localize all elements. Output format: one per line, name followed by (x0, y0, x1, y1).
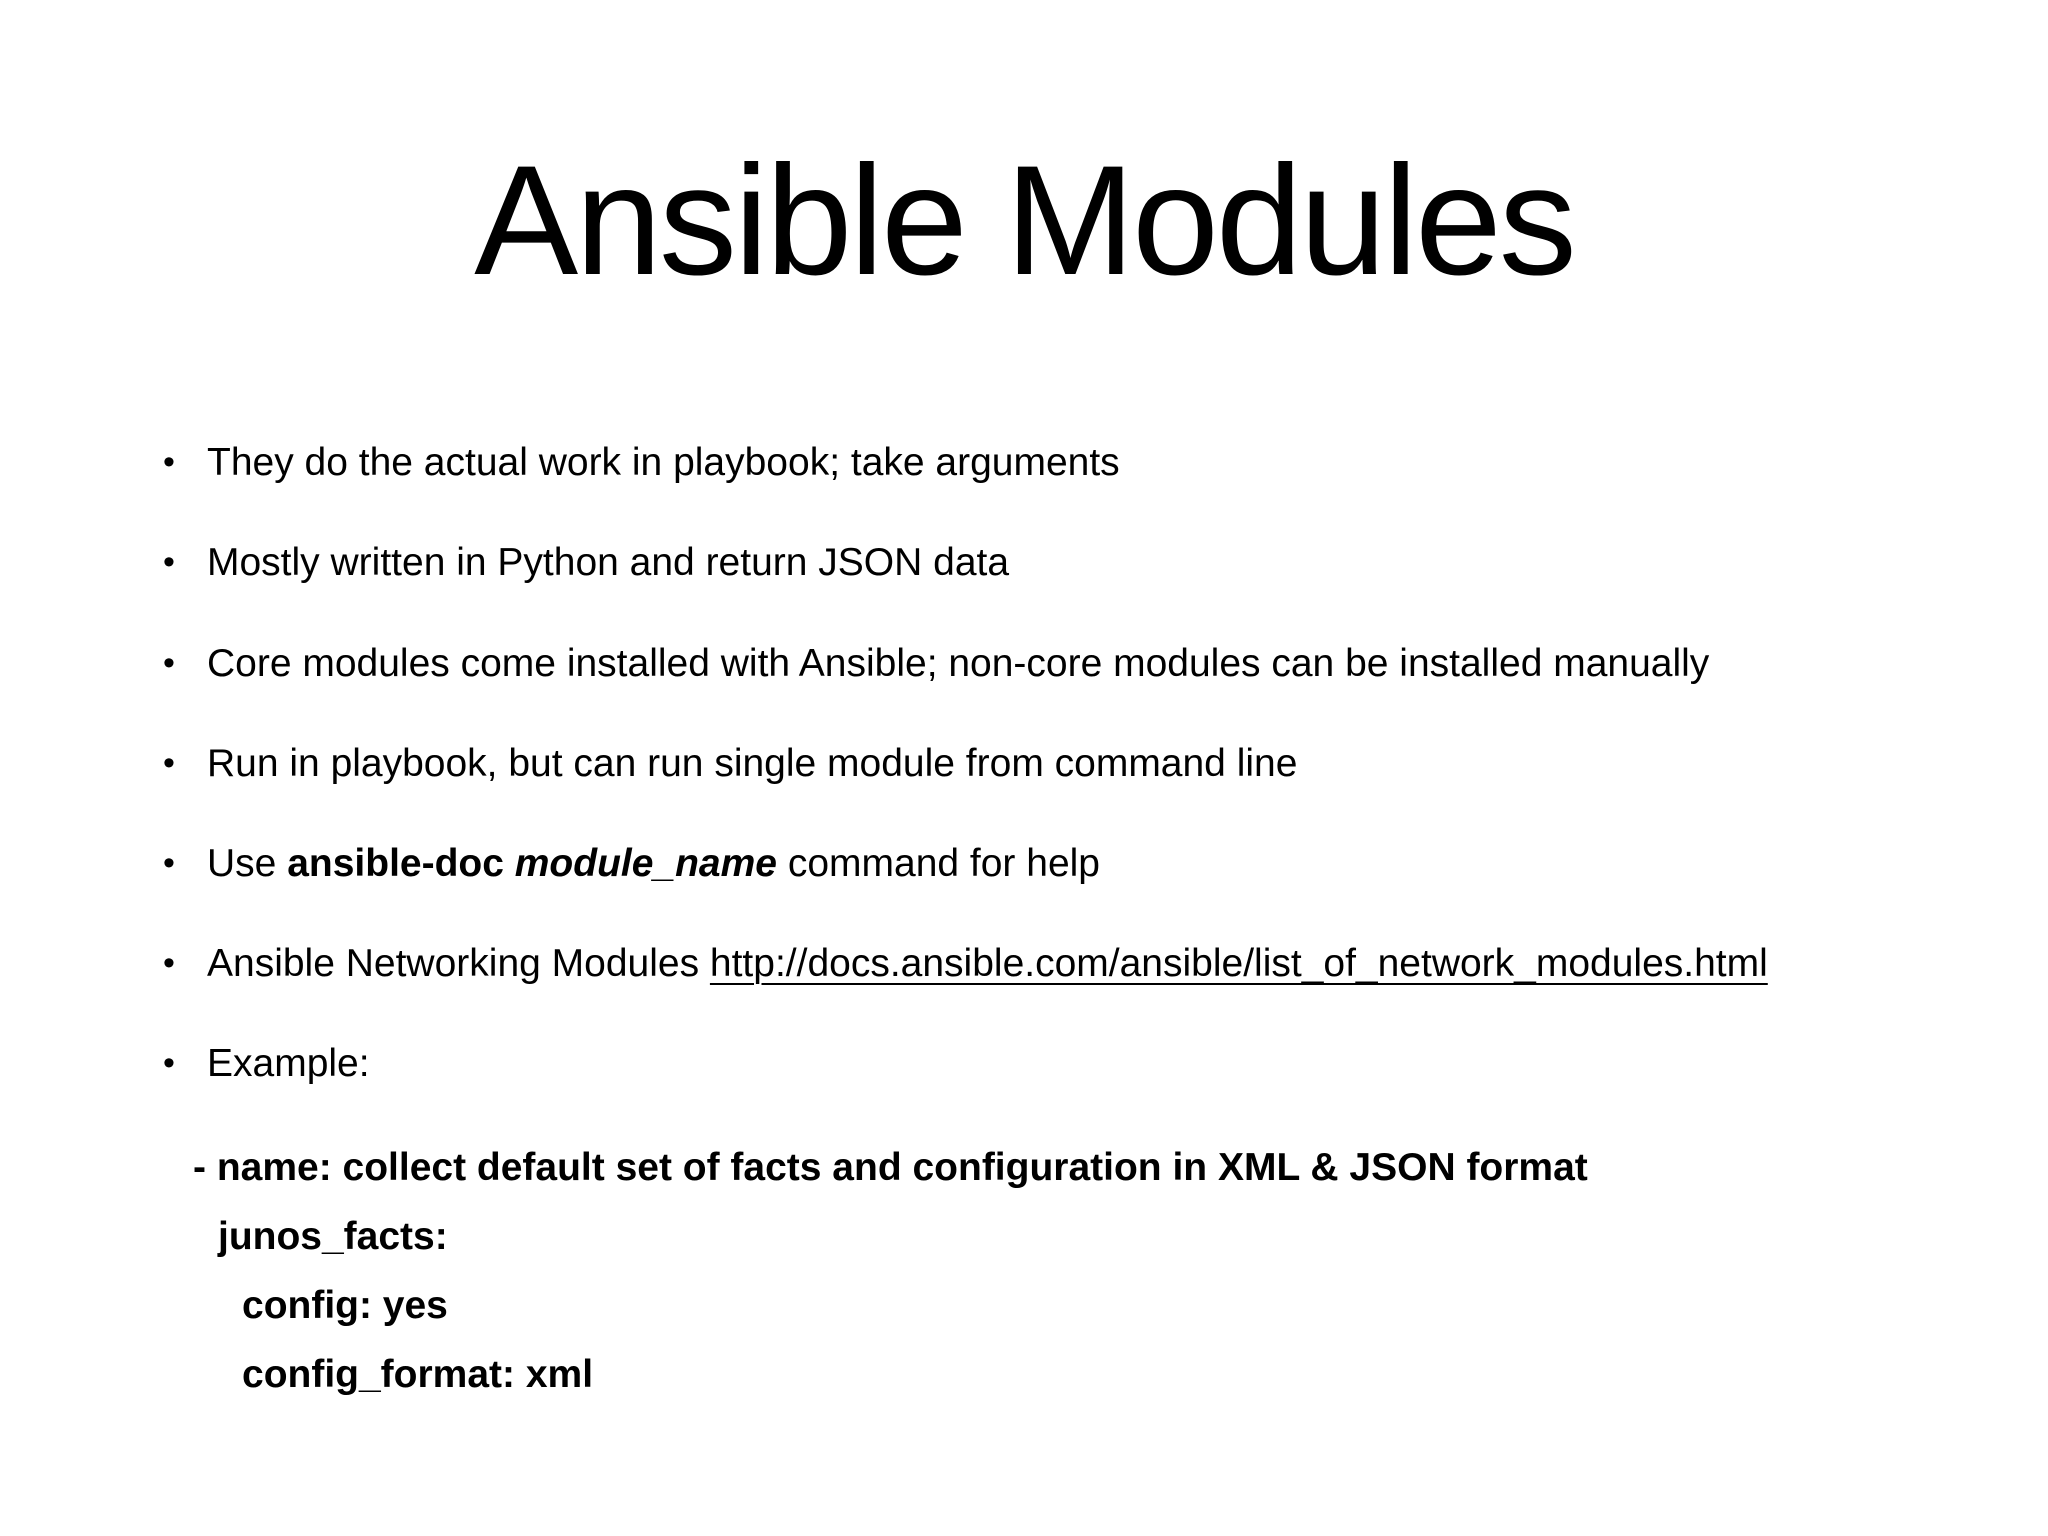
bullet-list: • They do the actual work in playbook; t… (163, 438, 1988, 1088)
bullet-text-post: command for help (777, 841, 1100, 885)
bullet-icon: • (163, 943, 175, 982)
bullet-icon: • (163, 743, 175, 782)
code-line-junos-facts: junos_facts: (218, 1215, 448, 1259)
ansible-doc-command: ansible-doc (287, 841, 515, 885)
bullet-text: Mostly written in Python and return JSON… (207, 541, 1010, 585)
bullet-text: Use ansible-doc module_name command for … (207, 839, 1988, 888)
bullet-icon: • (163, 1044, 175, 1083)
bullet-icon: • (163, 643, 175, 682)
bullet-text: Ansible Networking Modules http://docs.a… (207, 939, 1988, 988)
bullet-item-run-playbook: • Run in playbook, but can run single mo… (163, 739, 1988, 788)
bullet-text-pre: Use (207, 841, 288, 885)
code-line-config: config: yes (242, 1284, 448, 1328)
bullet-item-networking-modules: • Ansible Networking Modules http://docs… (163, 939, 1988, 988)
bullet-icon: • (163, 843, 175, 882)
code-example: - name: collect default set of facts and… (193, 1133, 2048, 1409)
network-modules-link[interactable]: http://docs.ansible.com/ansible/list_of_… (709, 941, 1768, 985)
bullet-item-example: • Example: (163, 1039, 1988, 1088)
bullet-icon: • (163, 543, 175, 582)
code-line-name: - name: collect default set of facts and… (193, 1146, 1588, 1190)
bullet-text: Core modules come installed with Ansible… (207, 641, 1710, 685)
bullet-icon: • (163, 443, 175, 482)
bullet-text: Example: (207, 1042, 370, 1086)
page-title: Ansible Modules (474, 134, 1577, 308)
bullet-text-pre: Ansible Networking Modules (207, 941, 710, 985)
bullet-item-ansible-doc: • Use ansible-doc module_name command fo… (163, 839, 1988, 888)
module-name-argument: module_name (514, 841, 777, 885)
code-line-config-format: config_format: xml (242, 1353, 594, 1397)
bullet-text: They do the actual work in playbook; tak… (207, 441, 1120, 485)
bullet-item-core-modules: • Core modules come installed with Ansib… (163, 639, 1988, 688)
bullet-item-actual-work: • They do the actual work in playbook; t… (163, 438, 1988, 487)
bullet-item-python-json: • Mostly written in Python and return JS… (163, 538, 1988, 587)
bullet-text: Run in playbook, but can run single modu… (207, 741, 1298, 785)
